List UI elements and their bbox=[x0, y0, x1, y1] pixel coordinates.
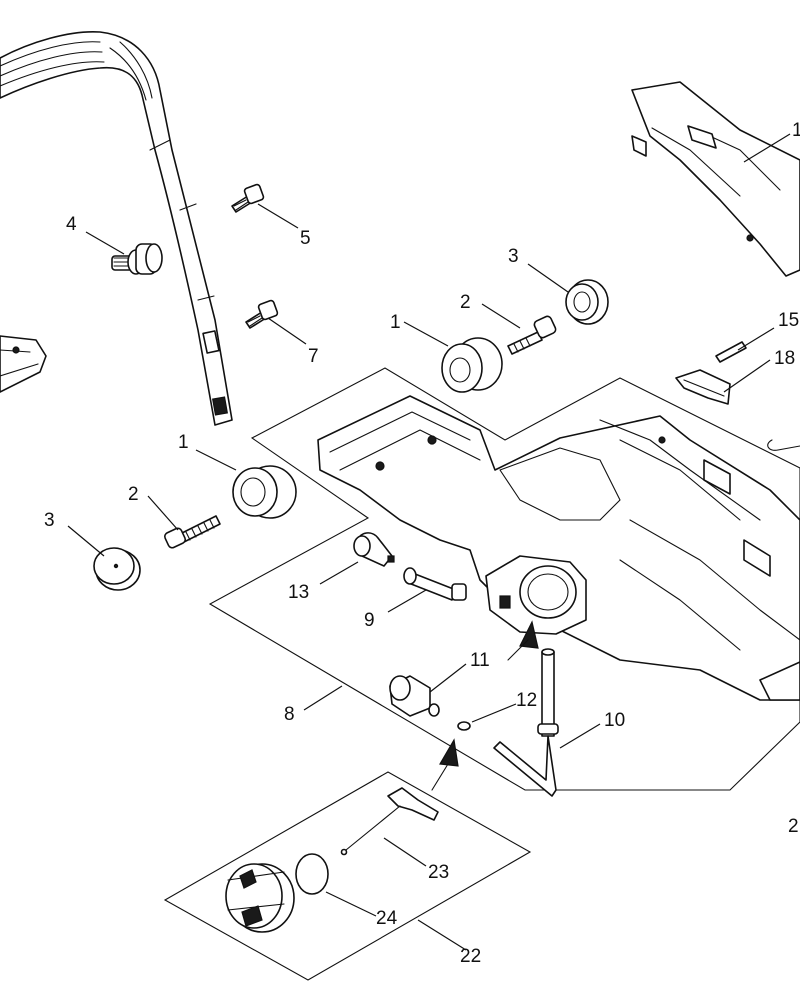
top-right-cover bbox=[631, 81, 800, 277]
part-1-bushing-left bbox=[232, 465, 297, 519]
callout-11: 11 bbox=[470, 650, 490, 671]
callout-top-right-partial: 1 bbox=[792, 120, 800, 141]
part-9-pin bbox=[403, 567, 467, 601]
part-18-latch bbox=[675, 369, 731, 405]
callout-right-partial: 2 bbox=[788, 816, 799, 837]
part-7-bolt bbox=[245, 299, 279, 329]
callout-4: 4 bbox=[66, 214, 77, 235]
front-handle-bar bbox=[0, 30, 233, 426]
callout-2-upper: 2 bbox=[460, 292, 471, 313]
callout-13: 13 bbox=[288, 582, 309, 603]
callout-10: 10 bbox=[604, 710, 625, 731]
part-11-filter bbox=[389, 675, 440, 717]
part-3-cap-left bbox=[93, 547, 141, 591]
arrow-up-2 bbox=[439, 738, 459, 767]
callout-18: 18 bbox=[774, 348, 795, 369]
callout-15: 15 bbox=[778, 310, 799, 331]
part-4-stud bbox=[111, 243, 163, 275]
arrow-up-1 bbox=[519, 620, 539, 649]
callout-7: 7 bbox=[308, 346, 319, 367]
callout-23: 23 bbox=[428, 862, 449, 883]
part-12-oring bbox=[457, 721, 471, 731]
callout-3-left: 3 bbox=[44, 510, 55, 531]
callout-2-left: 2 bbox=[128, 484, 139, 505]
right-spring-partial bbox=[767, 439, 800, 451]
part-2-bolt-left bbox=[163, 515, 221, 549]
assembly-8-outline bbox=[208, 367, 800, 791]
part-23-wire-clip bbox=[340, 787, 439, 856]
part-13-filter bbox=[353, 532, 395, 567]
part-10-pipe bbox=[493, 648, 559, 797]
rear-handle-tank-body bbox=[317, 395, 800, 701]
part-22-cap bbox=[225, 863, 295, 933]
part-1-bushing-upper bbox=[441, 337, 503, 393]
part-5-bolt bbox=[231, 183, 265, 213]
part-15-pin bbox=[715, 341, 747, 363]
callout-24: 24 bbox=[376, 908, 398, 929]
assembly-22-outline bbox=[163, 771, 532, 981]
callout-5: 5 bbox=[300, 228, 311, 249]
part-24-oring bbox=[295, 853, 329, 895]
callout-12: 12 bbox=[516, 690, 537, 711]
callout-9: 9 bbox=[364, 610, 375, 631]
left-bracket-partial bbox=[0, 335, 47, 393]
callout-22: 22 bbox=[460, 946, 481, 967]
callout-3-upper: 3 bbox=[508, 246, 519, 267]
callout-1-left: 1 bbox=[178, 432, 189, 453]
callout-8: 8 bbox=[284, 704, 295, 725]
part-2-bolt-upper bbox=[507, 315, 557, 355]
part-3-ring-upper bbox=[565, 279, 609, 325]
callout-1-upper: 1 bbox=[390, 312, 401, 333]
